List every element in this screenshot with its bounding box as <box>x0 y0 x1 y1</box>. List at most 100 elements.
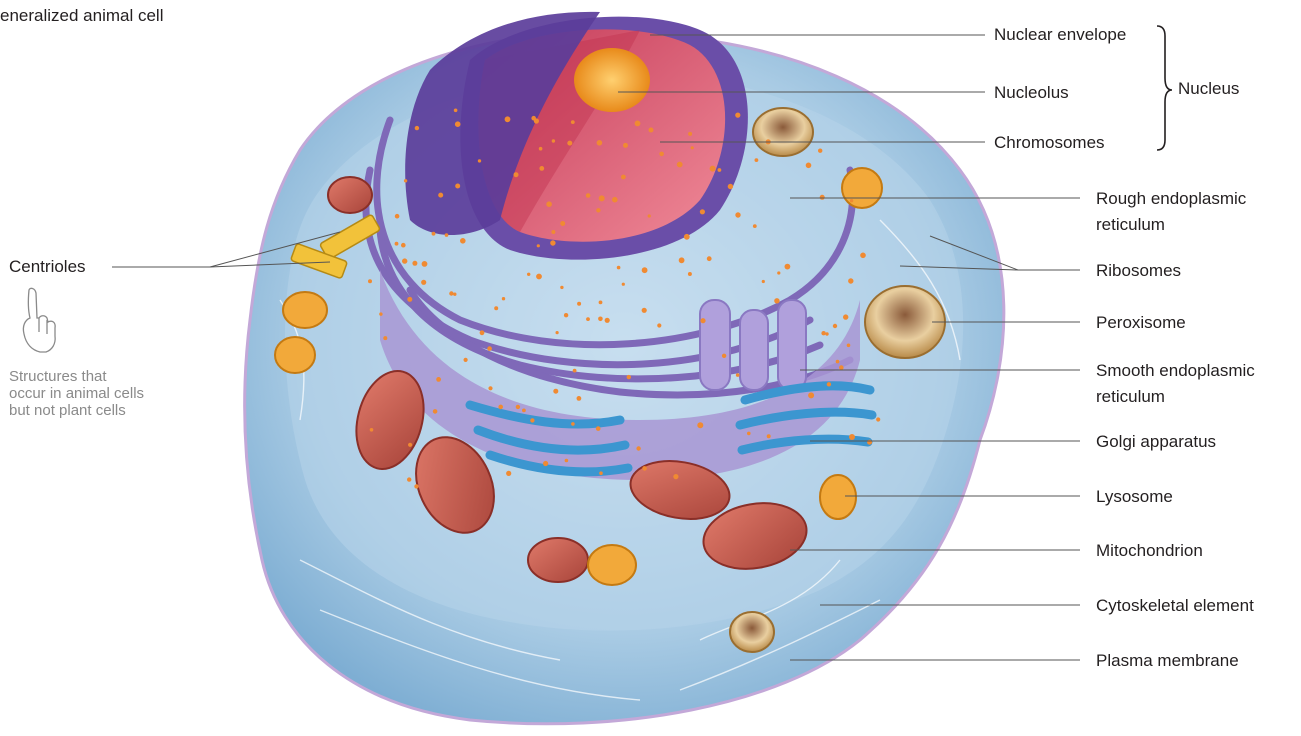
ribosome-dot <box>850 199 853 202</box>
peroxisome-top <box>753 108 813 156</box>
ribosome-dot <box>404 179 407 182</box>
label-centrioles: Centrioles <box>9 255 86 279</box>
ribosome-dot <box>586 193 591 198</box>
ribosome-dot <box>673 474 678 479</box>
ribosome-dot <box>577 302 581 306</box>
note-line-1: Structures that <box>9 368 199 385</box>
ribosome-dot <box>700 209 705 214</box>
ribosome-dot <box>806 163 812 169</box>
ribosome-dot <box>808 392 814 398</box>
ribosome-dot <box>596 426 601 431</box>
ribosome-dot <box>707 256 712 261</box>
ribosome-dot <box>560 221 565 226</box>
ribosome-dot <box>453 293 456 296</box>
ribosome-dot <box>710 166 716 172</box>
ribosome-dot <box>836 360 840 364</box>
ribosome-dot <box>571 120 575 124</box>
ribosome-dot <box>657 323 661 327</box>
ribosome-dot <box>747 432 751 436</box>
ribosome-dot <box>407 477 411 481</box>
vesicle-bottom <box>730 612 774 652</box>
ribosome-dot <box>368 279 372 283</box>
ribosome-dot <box>700 318 705 323</box>
ribosome-dot <box>688 272 692 276</box>
ribosome-dot <box>412 261 417 266</box>
ribosome-dot <box>774 298 779 303</box>
ribosome-dot <box>649 128 654 133</box>
ribosome-dot <box>433 409 438 414</box>
label-chromosomes: Chromosomes <box>994 131 1105 155</box>
ribosome-dot <box>735 212 740 217</box>
ribosome-dot <box>421 280 426 285</box>
label-cytoskeletal: Cytoskeletal element <box>1096 594 1254 618</box>
ribosome-dot <box>849 434 855 440</box>
label-nuclear-envelope: Nuclear envelope <box>994 23 1126 47</box>
ribosome-dot <box>550 240 555 245</box>
ribosome-dot <box>402 258 407 263</box>
ribosome-dot <box>586 317 590 321</box>
lysosome-shape <box>820 475 856 519</box>
vesicle-yellow-3 <box>275 337 315 373</box>
ribosome-dot <box>432 232 436 236</box>
ribosome-dot <box>605 318 610 323</box>
ribosome-dot <box>546 201 552 207</box>
ribosome-dot <box>736 373 740 377</box>
ribosome-dot <box>445 233 449 237</box>
label-golgi: Golgi apparatus <box>1096 430 1216 454</box>
label-smooth-er-1: Smooth endoplasmic <box>1096 359 1255 383</box>
ribosome-dot <box>408 443 412 447</box>
ribosome-dot <box>407 297 412 302</box>
ribosome-dot <box>623 143 628 148</box>
ribosome-dot <box>659 152 664 157</box>
ribosome-dot <box>415 126 419 130</box>
ribosome-dot <box>684 234 690 240</box>
ribosome-dot <box>642 267 648 273</box>
pointing-hand-icon <box>23 288 55 352</box>
ribosome-dot <box>370 428 374 432</box>
ribosome-dot <box>612 197 618 203</box>
ribosome-dot <box>494 306 498 310</box>
ribosome-dot <box>553 389 558 394</box>
ribosome-dot <box>478 159 481 162</box>
ribosome-dot <box>718 168 722 172</box>
ribosome-dot <box>767 434 771 438</box>
ribosome-dot <box>460 238 466 244</box>
ribosome-dot <box>677 162 683 168</box>
ribosome-dot <box>565 459 569 463</box>
ribosome-dot <box>622 283 625 286</box>
ribosome-dot <box>777 271 780 274</box>
ribosome-dot <box>728 184 733 189</box>
label-nucleolus: Nucleolus <box>994 81 1069 105</box>
ribosome-dot <box>487 346 492 351</box>
ribosome-dot <box>860 253 866 259</box>
ribosome-dot <box>464 358 468 362</box>
ribosome-dot <box>395 242 399 246</box>
ribosome-dot <box>455 121 461 127</box>
ribosome-dot <box>599 301 603 305</box>
label-lysosome: Lysosome <box>1096 485 1173 509</box>
ribosome-dot <box>438 193 443 198</box>
note-line-3: but not plant cells <box>9 402 199 419</box>
ribosome-dot <box>821 331 825 335</box>
ribosome-dot <box>577 396 582 401</box>
ribosome-dot <box>573 369 577 373</box>
ribosome-dot <box>818 149 822 153</box>
ribosome-dot <box>597 140 603 146</box>
ribosome-dot <box>820 195 825 200</box>
ribosome-dot <box>847 344 851 348</box>
ribosome-dot <box>596 208 600 212</box>
ribosome-dot <box>383 336 387 340</box>
vesicle-yellow-4 <box>588 545 636 585</box>
ribosome-dot <box>449 291 453 295</box>
ribosome-dot <box>827 382 831 386</box>
ribosome-dot <box>436 377 441 382</box>
ribosome-dot <box>534 118 539 123</box>
ribosome-dot <box>551 230 555 234</box>
label-ribosomes: Ribosomes <box>1096 259 1181 283</box>
ribosome-dot <box>571 422 575 426</box>
mitochondrion-5 <box>528 538 588 582</box>
ribosome-dot <box>401 243 406 248</box>
ribosome-dot <box>488 386 492 390</box>
ribosome-dot <box>567 141 572 146</box>
ribosome-dot <box>848 278 853 283</box>
